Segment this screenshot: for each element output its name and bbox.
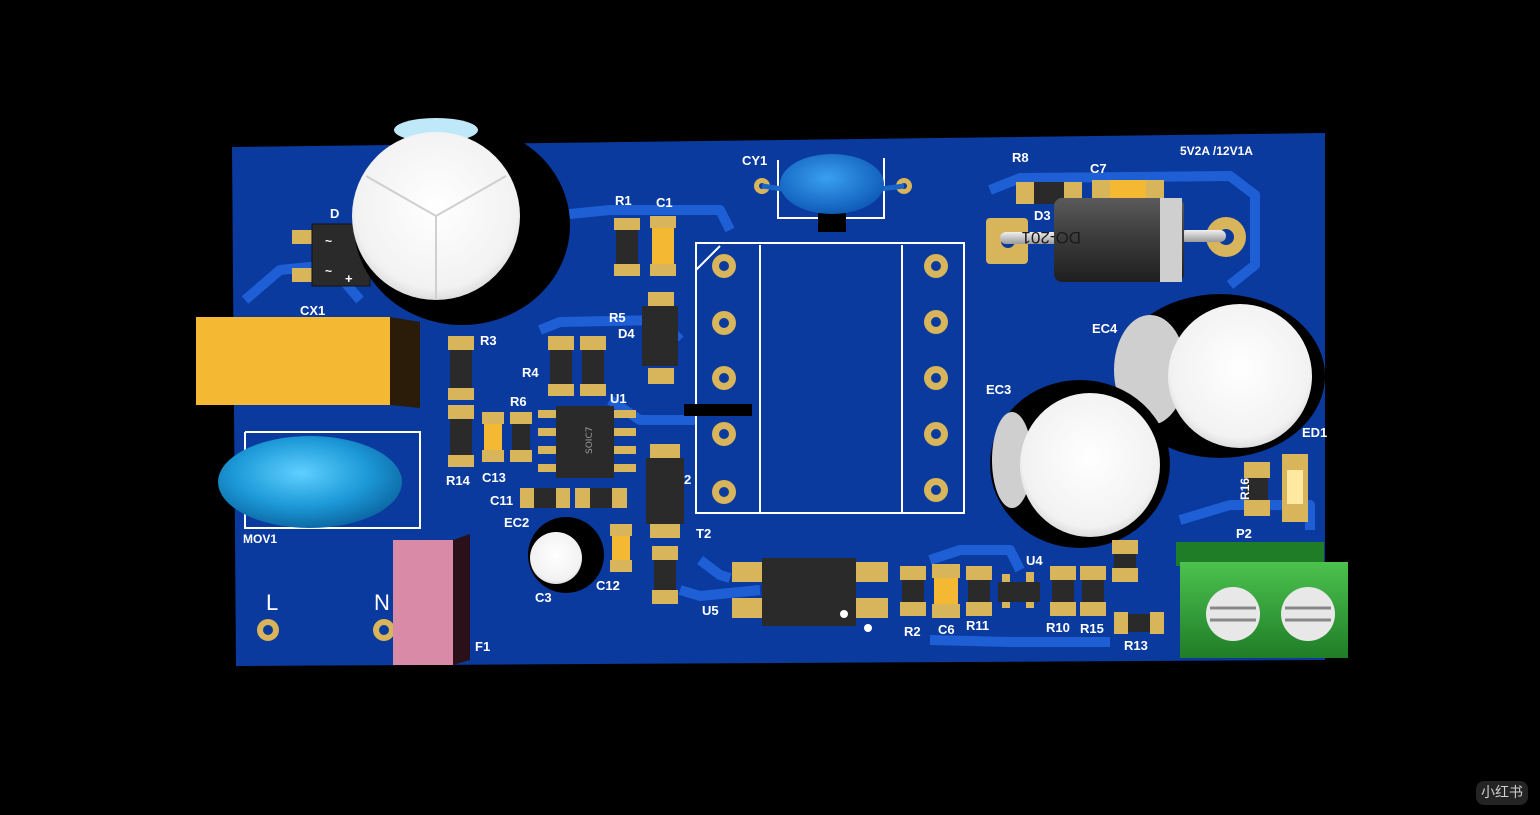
- d3-package-label: DO-201: [1021, 228, 1081, 247]
- label-n: N: [374, 590, 390, 615]
- label-ec2: EC2: [504, 515, 529, 530]
- label-u4: U4: [1026, 553, 1043, 568]
- label-u1: U1: [610, 391, 627, 406]
- mov1-varistor: [218, 431, 421, 529]
- u5-optocoupler: [732, 558, 888, 632]
- label-r14: R14: [446, 473, 471, 488]
- label-r4: R4: [522, 365, 539, 380]
- label-c12: C12: [596, 578, 620, 593]
- label-ec3: EC3: [986, 382, 1011, 397]
- label-ec4: EC4: [1092, 321, 1118, 336]
- u1-marking: SOIC7: [585, 427, 595, 454]
- label-r8: R8: [1012, 150, 1029, 165]
- label-d3: D3: [1034, 208, 1051, 223]
- cy1-capacitor: [754, 154, 912, 232]
- rating-label: 5V2A /12V1A: [1180, 144, 1253, 158]
- label-cy1: CY1: [742, 153, 767, 168]
- label-r10: R10: [1046, 620, 1070, 635]
- ec2-capacitor: [528, 517, 604, 593]
- label-led1: ED1: [1302, 425, 1327, 440]
- label-d4: D4: [618, 326, 635, 341]
- svg-text:~: ~: [325, 234, 332, 248]
- label-c6: C6: [938, 622, 955, 637]
- label-r6: R6: [510, 394, 527, 409]
- label-r16: R16: [1238, 478, 1252, 500]
- label-mov1: MOV1: [243, 532, 277, 546]
- label-d: D: [330, 206, 339, 221]
- smd-group: [448, 216, 684, 604]
- f1-fuse: [393, 534, 470, 665]
- label-2: 2: [684, 472, 691, 487]
- label-u5: U5: [702, 603, 719, 618]
- label-c7: C7: [1090, 161, 1107, 176]
- label-p2: P2: [1236, 526, 1252, 541]
- label-r3: R3: [480, 333, 497, 348]
- label-c11: C11: [490, 493, 513, 508]
- label-r1: R1: [615, 193, 632, 208]
- label-t2: T2: [696, 526, 711, 541]
- label-c1: C1: [656, 195, 673, 210]
- label-r11: R11: [966, 618, 989, 633]
- p2-terminal-block: [1176, 542, 1348, 658]
- watermark-logo: 小红书: [1476, 781, 1528, 805]
- label-c3: C3: [535, 590, 552, 605]
- label-r5: R5: [609, 310, 626, 325]
- d3-diode: [986, 198, 1246, 282]
- bulk-capacitor: [352, 118, 570, 325]
- label-f1: F1: [475, 639, 490, 654]
- label-r15: R15: [1080, 621, 1104, 636]
- transformer-t2: [684, 242, 965, 514]
- transformer-pins: [712, 254, 948, 504]
- svg-text:~: ~: [325, 264, 332, 278]
- ec3-capacitor: [990, 380, 1170, 548]
- cx1-capacitor: [196, 317, 420, 408]
- bottom-smd-row: [900, 540, 1164, 634]
- label-r2: R2: [904, 624, 921, 639]
- svg-text:+: +: [345, 271, 353, 286]
- label-l: L: [266, 590, 278, 615]
- label-cx1: CX1: [300, 303, 325, 318]
- label-c13: C13: [482, 470, 506, 485]
- label-r13: R13: [1124, 638, 1148, 653]
- led1: [1244, 454, 1308, 522]
